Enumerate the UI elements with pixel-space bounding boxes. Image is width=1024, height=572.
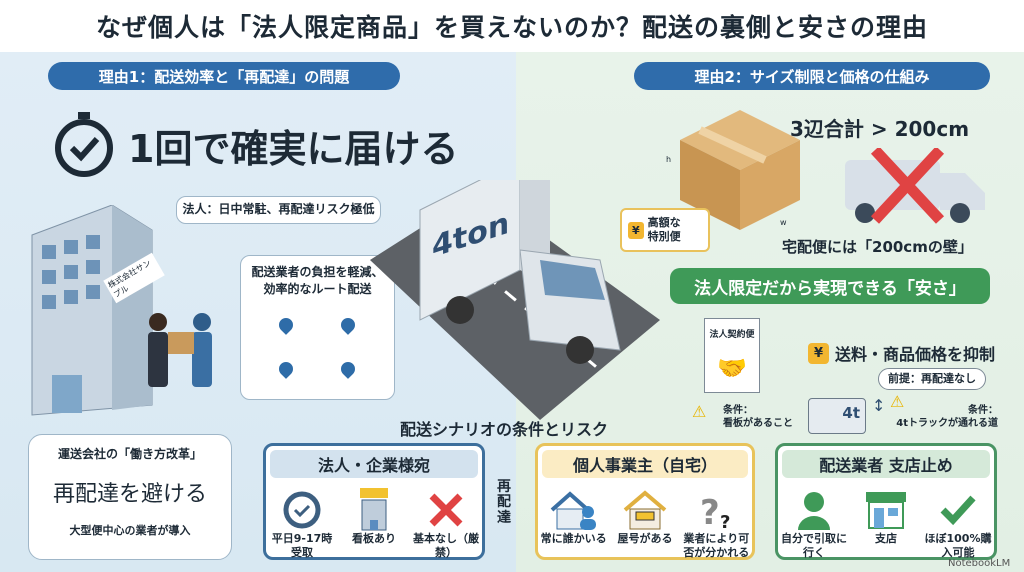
question-icon: ?? (682, 488, 750, 532)
x-icon (412, 488, 480, 532)
corp-bubble: 法人：日中常駐、再配達リスク極低 (176, 196, 381, 224)
special-text: 高額な特別便 (647, 215, 681, 243)
check-icon (924, 488, 992, 532)
scenario-item-label: 業者により可否が分かれる (683, 532, 750, 559)
notebooklm-watermark: NotebookLM (948, 558, 1011, 569)
scenario-item: 自分で引取に行く (780, 488, 848, 560)
reform-top: 運送会社の「働き方改革」 (57, 447, 202, 461)
scenario-card: 個人事業主（自宅）常に誰かいる屋号がある??業者により可否が分かれる (535, 443, 755, 560)
house-person-icon (540, 488, 608, 532)
scenario-item-label: 看板あり (352, 532, 396, 545)
small-truck-icon: 4t (808, 398, 866, 434)
price-text: 送料・商品価格を抑制 (835, 345, 996, 364)
reform-bubble: 運送会社の「働き方改革」 再配達を避ける 大型便中心の業者が導入 (28, 434, 232, 560)
scenario-item: 常に誰かいる (540, 488, 608, 560)
van-crossed-icon (830, 146, 990, 228)
scenario-item-label: 基本なし（厳禁） (413, 532, 479, 559)
map-pin-icon (338, 359, 358, 379)
premise-pill: 前提：再配達なし (878, 368, 986, 390)
scenario-item-label: 屋号がある (617, 532, 673, 545)
condition-sign: 条件：看板があること (723, 405, 793, 429)
scenario-item-label: 平日9-17時受取 (271, 532, 333, 559)
scenario-card: 法人・企業様宛平日9-17時受取 看板あり 基本なし（厳禁） (263, 443, 485, 560)
scenario-item-label: 支店 (875, 532, 897, 545)
scenario-item-label: 常に誰かいる (540, 532, 607, 545)
scenario-card-title: 配送業者 支店止め (782, 450, 990, 478)
height-arrow-icon: ↕ (872, 396, 886, 415)
map-pin-icon (338, 315, 358, 335)
route-bubble: 配送業者の負担を軽減、効率的なルート配送 (240, 255, 395, 400)
building-sign-icon (340, 488, 408, 532)
scenario-card-title: 個人事業主（自宅） (542, 450, 748, 478)
page-title: なぜ個人は「法人限定商品」を買えないのか？配送の裏側と安さの理由 (95, 13, 928, 42)
scenario-card: 配送業者 支店止め自分で引取に行く 支店 ほぼ100%購入可能 (775, 443, 997, 560)
cheapness-banner: 法人限定だから実現できる「安さ」 (670, 268, 990, 304)
price-row: ¥ 送料・商品価格を抑制 (808, 341, 995, 365)
store-icon (852, 488, 920, 532)
scenario-item: ??業者により可否が分かれる (682, 488, 750, 560)
handover-people-icon (140, 310, 220, 405)
condition-road: 条件：4tトラックが通れる道 (896, 405, 998, 429)
map-pin-icon (276, 359, 296, 379)
warning-icon: ⚠ (890, 392, 905, 411)
box-w-label: w (780, 218, 787, 227)
headline: 1回で確実に届ける (128, 127, 459, 171)
reason2-pill: 理由2：サイズ制限と価格の仕組み (634, 62, 990, 90)
scenario-item: 屋号がある (611, 488, 679, 560)
scenario-item-label: ほぼ100%購入可能 (924, 532, 992, 559)
office-building-icon: 株式会社サンプル (12, 204, 165, 420)
redelivery-label: 再配達 (497, 479, 511, 526)
reform-main: 再配達を避ける (52, 482, 207, 507)
road-truck-illustration: 4ton (370, 159, 660, 420)
price-tag-icon: ¥ (628, 221, 644, 239)
scenario-item: 基本なし（厳禁） (412, 488, 480, 560)
price-tag-icon: ¥ (808, 342, 830, 364)
scenario-item: ほぼ100%購入可能 (924, 488, 992, 560)
warning-icon: ⚠ (692, 402, 707, 421)
reform-bottom: 大型便中心の業者が導入 (69, 524, 191, 537)
reason1-pill: 理由1：配送効率と「再配達」の問題 (48, 62, 400, 90)
scenario-item: 看板あり (340, 488, 408, 560)
box-h-label: h (666, 155, 672, 164)
scenario-item: 平日9-17時受取 (268, 488, 336, 560)
cardboard-box-icon: h w (666, 100, 810, 235)
svg-text:?: ? (700, 493, 720, 530)
clock-icon (268, 488, 336, 532)
scenario-item: 支店 (852, 488, 920, 560)
scenario-title: 配送シナリオの条件とリスク (400, 420, 609, 439)
scenario-item-label: 自分で引取に行く (781, 532, 847, 559)
contract-document: 法人契約便 🤝 (704, 318, 760, 393)
scenario-card-title: 法人・企業様宛 (270, 450, 478, 478)
map-pin-icon (276, 315, 296, 335)
stopwatch-icon (50, 110, 118, 178)
house-sign-icon (611, 488, 679, 532)
svg-text:?: ? (720, 512, 730, 530)
special-delivery-tag: ¥ 高額な特別便 (620, 208, 710, 252)
person-icon (780, 488, 848, 532)
wall-text: 宅配便には「200cmの壁」 (782, 238, 973, 256)
route-text: 配送業者の負担を軽減、効率的なルート配送 (251, 265, 384, 296)
handshake-icon: 🤝 (717, 354, 747, 382)
size-rule: 3辺合計 > 200cm (790, 117, 970, 141)
contract-label: 法人契約便 (709, 330, 755, 340)
